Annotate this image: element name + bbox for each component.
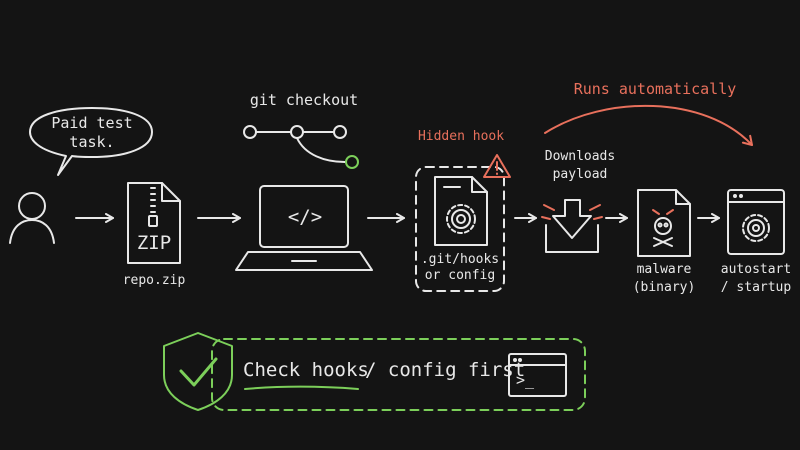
git-branch-icon bbox=[243, 125, 359, 169]
hidden-hook-label: Hidden hook bbox=[417, 129, 505, 144]
person-icon bbox=[9, 192, 55, 244]
download-label-line1: Downloads bbox=[544, 149, 616, 164]
startup-window-icon bbox=[727, 189, 785, 255]
laptop-icon bbox=[235, 185, 373, 271]
auto-run-arc bbox=[544, 104, 753, 146]
shield-check-icon bbox=[163, 332, 233, 411]
zip-file-icon bbox=[127, 182, 181, 264]
startup-label-line1: autostart bbox=[720, 262, 792, 277]
runs-automatically-label: Runs automatically bbox=[573, 80, 737, 98]
callout-text-rest: / config first bbox=[365, 359, 526, 381]
startup-gear-icon bbox=[742, 214, 770, 242]
malware-file-icon bbox=[637, 189, 691, 257]
callout-underline bbox=[244, 385, 359, 390]
hook-path-line1: .git/hooks bbox=[420, 252, 500, 267]
hook-gear-icon bbox=[446, 204, 476, 234]
download-label-line2: payload bbox=[552, 167, 608, 182]
zip-filename: repo.zip bbox=[122, 273, 186, 288]
download-icon bbox=[541, 199, 603, 253]
warning-icon bbox=[483, 154, 511, 178]
code-symbol: </> bbox=[287, 206, 323, 228]
callout-text-main: Check hooks bbox=[243, 359, 369, 381]
hook-file-icon bbox=[434, 176, 488, 246]
callout-box bbox=[211, 338, 586, 411]
hook-path-line2: or config bbox=[424, 268, 496, 283]
malware-label-line2: (binary) bbox=[632, 280, 696, 295]
speech-bubble bbox=[29, 107, 153, 176]
skull-icon bbox=[652, 209, 674, 247]
startup-label-line2: / startup bbox=[720, 280, 792, 295]
terminal-icon bbox=[508, 353, 567, 397]
terminal-prompt: >_ bbox=[516, 371, 535, 389]
zip-badge: ZIP bbox=[136, 232, 172, 254]
git-checkout-label: git checkout bbox=[249, 91, 359, 109]
bubble-text-line2: task. bbox=[69, 133, 115, 151]
malware-label-line1: malware bbox=[636, 262, 692, 277]
hidden-hook-box bbox=[415, 166, 505, 292]
bubble-text-line1: Paid test bbox=[51, 114, 133, 132]
